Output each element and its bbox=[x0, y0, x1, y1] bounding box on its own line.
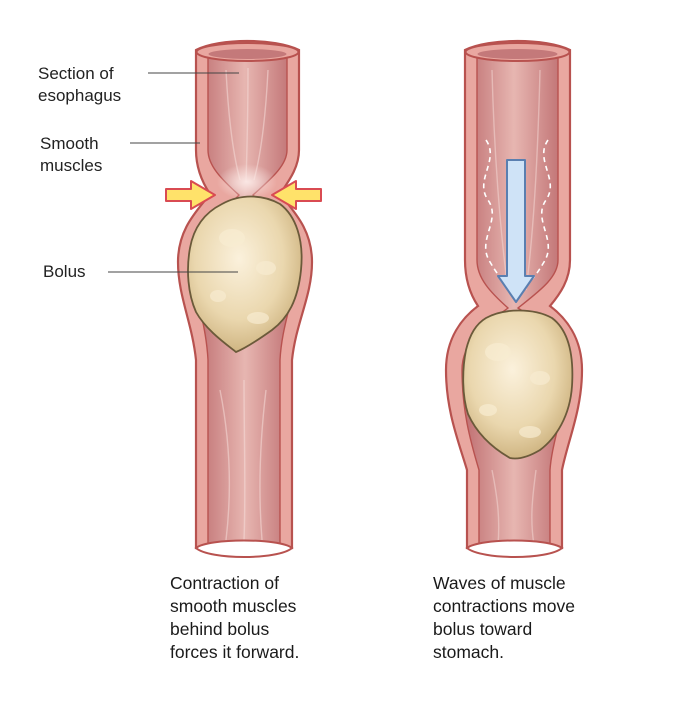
left-bolus bbox=[187, 195, 303, 354]
left-esophagus bbox=[176, 39, 314, 558]
right-bottom-opening bbox=[465, 539, 564, 558]
left-bottom-opening bbox=[194, 539, 294, 558]
contraction-waves bbox=[482, 139, 552, 283]
right-esophagus bbox=[444, 39, 584, 558]
arrow-right-icon bbox=[165, 180, 216, 210]
right-bolus-texture bbox=[479, 343, 550, 438]
caption-right: Waves of muscle contractions move bolus … bbox=[433, 573, 576, 662]
left-bolus-texture bbox=[210, 229, 276, 324]
label-smooth-muscles: Smooth muscles bbox=[40, 134, 103, 175]
caption-left: Contraction of smooth muscles behind bol… bbox=[170, 573, 300, 662]
arrow-left-icon bbox=[271, 180, 322, 210]
squeeze-arrows bbox=[165, 180, 322, 210]
label-bolus: Bolus bbox=[43, 262, 86, 281]
arrow-down-icon bbox=[497, 159, 535, 303]
right-muscle-texture bbox=[491, 69, 541, 546]
leader-lines bbox=[108, 72, 239, 273]
label-section-of-esophagus: Section of esophagus bbox=[38, 64, 122, 105]
